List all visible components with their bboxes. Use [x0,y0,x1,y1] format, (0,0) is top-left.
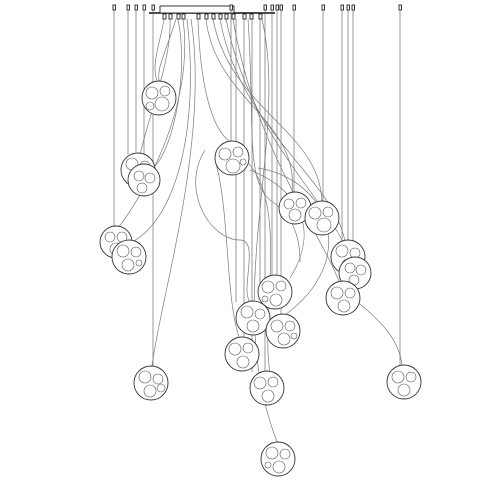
globe-pendant [265,313,301,349]
cord [232,18,341,285]
canopy [263,4,267,11]
globe-pendants [99,80,422,477]
cord [354,299,403,367]
globe-pendant [141,80,177,116]
canopy [126,4,130,11]
cord [214,159,241,341]
canopy [275,4,279,11]
main-canopy [159,5,235,14]
cord [212,18,323,203]
bar-drop [196,13,201,20]
globe-pendant [257,274,293,310]
cord [158,18,177,85]
canopy [142,4,146,11]
cord [197,18,233,144]
canopy [112,4,116,11]
canopy [229,4,233,11]
cord [225,18,351,259]
cord [117,18,185,229]
canopy [351,4,355,11]
globe-pendant [260,441,296,477]
cord [195,149,251,303]
canopy [292,4,296,11]
bar-drop [231,13,236,20]
bar-drop [211,13,216,20]
bar-drop [204,13,209,20]
canopy [398,4,402,11]
bar-drop [168,13,173,20]
canopy [134,4,138,11]
ceiling-mount [112,4,402,20]
canopy [279,4,283,11]
cord [205,18,293,194]
canopy [321,4,325,11]
bar-drop [176,13,181,20]
bar-drop [162,13,167,20]
globe-pendant [278,191,312,225]
globe-pendant [224,336,260,372]
bar-drop [218,13,223,20]
canopy [340,4,344,11]
cord [149,18,182,171]
globe-pendant [111,239,147,275]
globe-pendant [127,163,161,197]
bar-drop [224,13,229,20]
bar-drop [249,13,254,20]
canopy [346,4,350,11]
globe-pendant [214,140,250,176]
cord [247,18,301,263]
bar-drop [242,13,247,20]
globe-pendant [325,280,361,316]
bar-drop [258,13,263,20]
cord [244,159,271,373]
cord [154,18,165,85]
cord [131,18,191,243]
globe-pendant [249,370,285,406]
globe-pendant [235,300,271,336]
canopy [151,4,155,11]
cord [151,18,196,367]
canopy [270,4,274,11]
globe-pendant [133,365,169,401]
globe-pendant [386,364,422,400]
globe-pendant [304,200,340,236]
bar-drop [181,13,186,20]
